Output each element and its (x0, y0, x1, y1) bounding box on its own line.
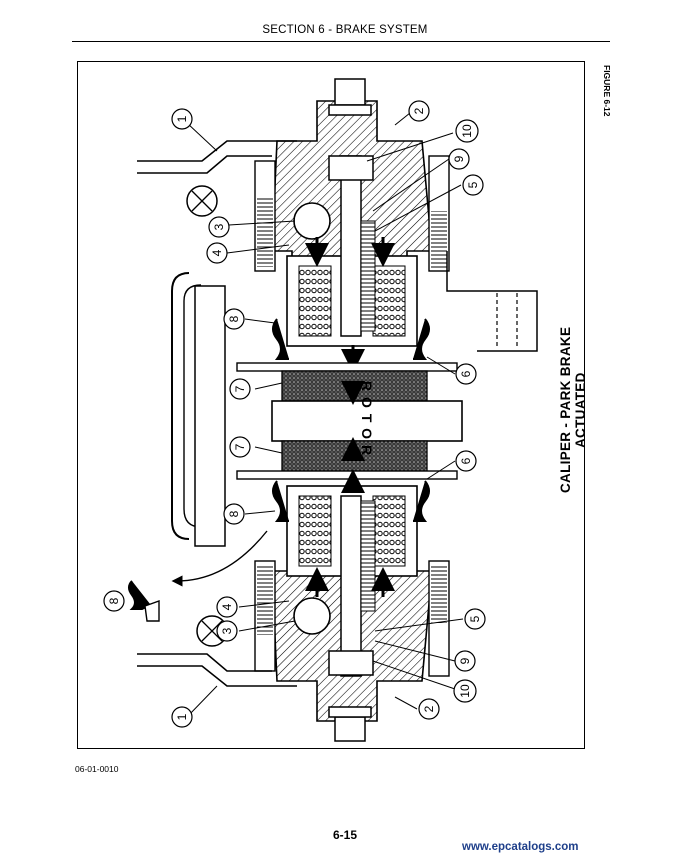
callout-4-bottom-circle (216, 596, 238, 618)
watermark: www.epcatalogs.com (462, 841, 579, 853)
callout-3-bottom-num: 3 (220, 627, 234, 634)
callout-1-top-num: 1 (175, 115, 189, 122)
callout-8-bottom-num: 8 (227, 510, 241, 517)
section-title: SECTION 6 - BRAKE SYSTEM (262, 24, 428, 36)
callout-2-bottom-circle (418, 698, 440, 720)
callout-9-bottom-circle (454, 650, 476, 672)
callout-5-top-num: 5 (466, 181, 480, 188)
callout-6-top-circle (455, 363, 477, 385)
callout-10-top-circle (455, 119, 479, 143)
rotor-label: ROTOR (359, 381, 375, 461)
callout-10-top-num: 10 (460, 124, 474, 138)
page-number: 6-15 (332, 828, 358, 842)
figure-frame (77, 61, 585, 749)
callout-7-bottom-circle (229, 436, 251, 458)
callout-8-detail-circle (103, 590, 125, 612)
callout-8-top-circle (223, 308, 245, 330)
callout-5-bottom-circle (464, 608, 486, 630)
caliper-diagram: 1 2 10 9 5 3 4 8 6 7 7 6 8 8 4 3 5 9 10 … (103, 78, 538, 742)
callout-1-bottom-num: 1 (175, 713, 189, 720)
callout-10-bottom-circle (453, 679, 477, 703)
callout-3-bottom-circle (216, 620, 238, 642)
callout-8-top-num: 8 (227, 315, 241, 322)
callout-2-top-circle (408, 100, 430, 122)
callout-8-bottom-circle (223, 503, 245, 525)
callout-7-bottom-num: 7 (233, 443, 247, 450)
callout-3-top-num: 3 (212, 223, 226, 230)
callout-9-bottom-num: 9 (458, 657, 472, 664)
callout-6-bottom-num: 6 (459, 457, 473, 464)
figure-label: FIGURE 6-12 (602, 65, 612, 117)
callout-6-top-num: 6 (459, 370, 473, 377)
callout-2-top-num: 2 (412, 107, 426, 114)
callout-8-detail-num: 8 (107, 597, 121, 604)
callout-3-top-circle (208, 216, 230, 238)
callout-9-top-num: 9 (452, 155, 466, 162)
callout-2-bottom-num: 2 (422, 705, 436, 712)
callout-5-top-circle (462, 174, 484, 196)
callout-6-bottom-circle (455, 450, 477, 472)
callout-1-top-circle (171, 108, 193, 130)
header-rule (72, 41, 610, 42)
drawing-code: 06-01-0010 (75, 764, 119, 774)
callout-1-bottom-circle (171, 706, 193, 728)
callout-10-bottom-num: 10 (458, 684, 472, 698)
callout-7-top-num: 7 (233, 385, 247, 392)
callout-9-top-circle (448, 148, 470, 170)
callout-5-bottom-num: 5 (468, 615, 482, 622)
callout-4-bottom-num: 4 (220, 603, 234, 610)
callout-7-top-circle (229, 378, 251, 400)
callout-4-top-num: 4 (210, 249, 224, 256)
callout-4-top-circle (206, 242, 228, 264)
